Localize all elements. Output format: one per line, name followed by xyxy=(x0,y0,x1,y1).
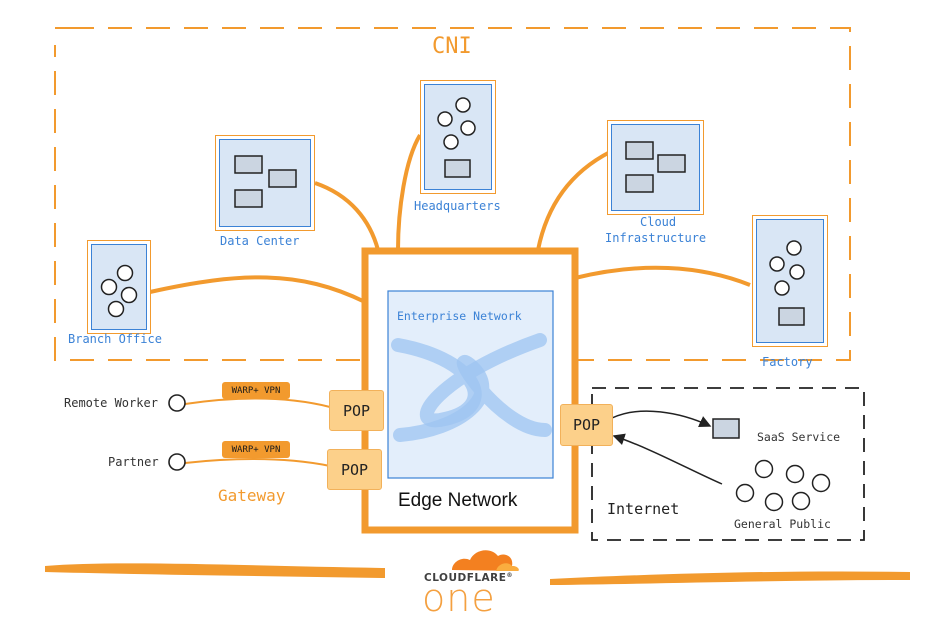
partner-icon xyxy=(168,453,186,471)
factory-site xyxy=(752,215,828,347)
branch-office-icon xyxy=(100,264,138,318)
branch-office-label: Branch Office xyxy=(68,332,162,346)
cloud-infrastructure-site xyxy=(607,120,704,215)
branch-office-panel xyxy=(91,244,147,330)
internet-boundary xyxy=(591,387,865,541)
cloud-label-line1: Cloud xyxy=(640,215,677,229)
public-arrow xyxy=(612,433,723,485)
factory-connector xyxy=(574,265,751,287)
remote-worker-icon xyxy=(168,394,186,412)
cloudflare-trademark: ® xyxy=(506,572,513,579)
vpn-badge-remote: WARP+ VPN xyxy=(222,382,290,399)
branch-office-site xyxy=(87,240,151,334)
enterprise-network-label: Enterprise Network xyxy=(397,309,522,323)
gateway-label: Gateway xyxy=(218,486,286,505)
cloud-connector xyxy=(536,150,611,251)
factory-label: Factory xyxy=(762,355,813,369)
brush-stroke-right xyxy=(550,571,910,585)
general-public-label: General Public xyxy=(734,517,831,531)
headquarters-label: Headquarters xyxy=(414,199,501,213)
data-center-label: Data Center xyxy=(220,234,300,248)
datacenter-connector xyxy=(314,181,380,251)
enterprise-ribbon-b xyxy=(393,355,552,442)
cni-title: CNI xyxy=(432,34,472,59)
pop-internet: POP xyxy=(560,404,613,446)
edge-network-label: Edge Network xyxy=(398,490,518,511)
headquarters-site xyxy=(420,80,496,194)
cloud-infrastructure-panel xyxy=(611,124,700,211)
cni-boundary xyxy=(54,27,851,361)
remote-worker-line xyxy=(184,397,331,408)
factory-panel xyxy=(756,219,824,343)
partner-label: Partner xyxy=(108,455,159,469)
headquarters-icon xyxy=(437,97,476,178)
saas-arrow xyxy=(611,410,712,428)
saas-service-label: SaaS Service xyxy=(757,430,841,444)
hq-connector xyxy=(396,133,422,251)
internet-label: Internet xyxy=(607,500,680,518)
vpn-badge-partner: WARP+ VPN xyxy=(222,441,290,458)
brush-stroke-left xyxy=(45,563,385,578)
headquarters-panel xyxy=(424,84,492,190)
cloudflare-cloud-icon xyxy=(452,550,519,571)
pop-partner: POP xyxy=(327,449,382,490)
saas-service-icon xyxy=(712,418,740,439)
data-center-site xyxy=(215,135,315,231)
pop-remote: POP xyxy=(329,390,384,431)
partner-line xyxy=(184,458,331,467)
data-center-panel xyxy=(219,139,311,227)
cloud-label-line2: Infrastructure xyxy=(605,231,707,245)
remote-worker-label: Remote Worker xyxy=(64,396,158,410)
data-center-icon xyxy=(234,155,297,208)
cloud-infrastructure-icon xyxy=(625,141,686,193)
cloudflare-name: CLOUDFLARE xyxy=(424,572,507,584)
general-public-icon xyxy=(735,459,831,512)
branch-connector xyxy=(149,275,366,304)
cloudflare-wordmark: CLOUDFLARE® xyxy=(424,572,513,584)
factory-icon xyxy=(769,240,805,326)
product-name: one xyxy=(422,576,496,620)
